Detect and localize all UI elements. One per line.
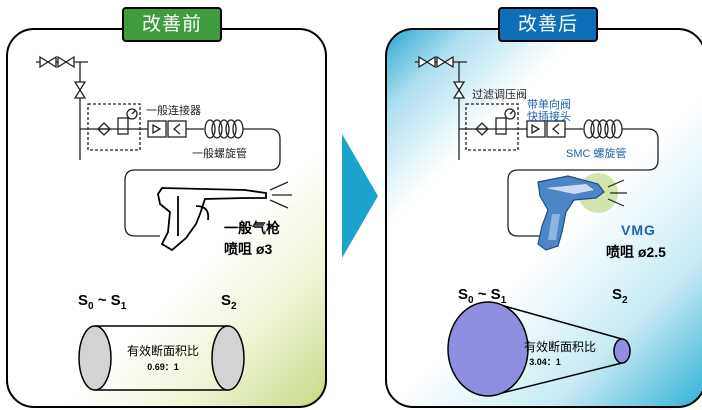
- s2-label: S2: [612, 286, 628, 306]
- nozzle-label: 喷咀 ø2.5: [606, 244, 666, 260]
- check-valve-connector-icon: [526, 120, 566, 138]
- coil-hose-icon: [583, 119, 623, 139]
- ratio-title: 有效断面积比: [126, 344, 199, 358]
- s0-s1-label: S0 ~ S1: [78, 292, 127, 312]
- after-panel: [385, 28, 702, 408]
- ratio-value: 0.69：1: [147, 362, 179, 372]
- before-tag: 改善前: [122, 7, 222, 42]
- frl-box-icon: [87, 103, 141, 151]
- coil-hose-icon: [204, 119, 244, 139]
- gun-label: 一般气枪: [224, 220, 280, 236]
- s2-label: S2: [221, 292, 237, 312]
- hose-label: 一般螺旋管: [192, 148, 247, 160]
- nozzle-label: 喷咀 ø3: [224, 241, 273, 257]
- check-valve-label-2: 快插接头: [527, 111, 571, 123]
- ratio-title: 有效断面积比: [523, 340, 596, 354]
- ratio-value: 3.04：1: [529, 357, 561, 367]
- after-tag: 改善后: [498, 7, 598, 42]
- stop-valve-icon: [36, 55, 88, 69]
- direction-arrow-icon: [342, 134, 378, 258]
- ball-valve-icon: [452, 81, 466, 99]
- stop-valve-icon: [415, 55, 467, 69]
- connector-icon: [147, 120, 187, 138]
- check-valve-label-1: 带单向阀: [527, 99, 571, 111]
- ball-valve-icon: [73, 81, 87, 99]
- vmg-air-gun-icon: [537, 173, 627, 251]
- general-air-gun-icon: [157, 187, 267, 252]
- before-panel: [6, 28, 327, 408]
- s0-s1-label: S0 ~ S1: [458, 286, 507, 306]
- filter-regulator-label: 过滤调压阀: [472, 89, 527, 101]
- connector-label: 一般连接器: [146, 105, 201, 117]
- hose-label: SMC 螺旋管: [566, 148, 627, 160]
- vmg-label: VMG: [621, 222, 656, 238]
- frl-box-icon: [465, 103, 519, 151]
